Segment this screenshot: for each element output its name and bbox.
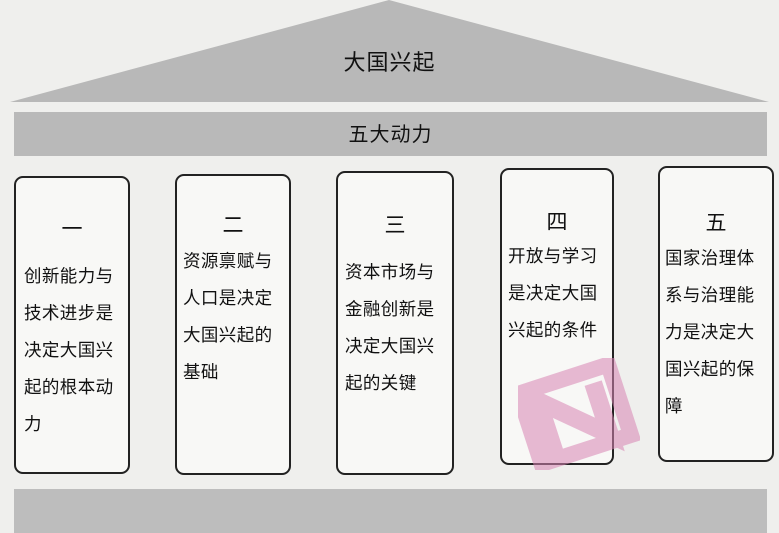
- pillar-2-line: 资源禀赋与: [183, 252, 273, 272]
- pillar-1: 一 创新能力与 技术进步是 决定大国兴 起的根本动 力: [14, 176, 130, 474]
- foundation-floor: [14, 489, 767, 533]
- pillar-3-line: 决定大国兴: [345, 337, 435, 357]
- pillar-5-number: 五: [705, 211, 727, 235]
- pillar-4-line: 是决定大国: [508, 284, 598, 304]
- roof-title: 大国兴起: [343, 51, 436, 76]
- pillar-3-number: 三: [384, 213, 406, 237]
- pillar-3-line: 起的关键: [345, 374, 417, 394]
- pillar-4-number: 四: [546, 210, 568, 234]
- pillar-4-line: 开放与学习: [508, 247, 598, 267]
- pillar-4-text: 开放与学习 是决定大国 兴起的条件: [508, 239, 598, 350]
- pillar-1-line: 技术进步是: [24, 304, 114, 324]
- pillar-1-text: 创新能力与 技术进步是 决定大国兴 起的根本动 力: [24, 259, 114, 444]
- pillar-5: 五 国家治理体 系与治理能 力是决定大 国兴起的保 障: [658, 166, 774, 462]
- pillar-1-line: 创新能力与: [24, 267, 114, 287]
- pillar-2-line: 基础: [183, 363, 219, 383]
- pillar-5-text: 国家治理体 系与治理能 力是决定大 国兴起的保 障: [665, 241, 755, 426]
- pillar-3: 三 资本市场与 金融创新是 决定大国兴 起的关键: [336, 171, 454, 475]
- pillar-1-number: 一: [61, 217, 83, 241]
- beam-title: 五大动力: [348, 122, 433, 146]
- pillar-1-line: 决定大国兴: [24, 341, 114, 361]
- pillar-1-line: 起的根本动: [24, 378, 114, 398]
- five-forces-beam: 五大动力: [14, 112, 767, 156]
- pillar-5-line: 系与治理能: [665, 286, 755, 306]
- pillar-4-line: 兴起的条件: [508, 321, 598, 341]
- pillar-2-text: 资源禀赋与 人口是决定 大国兴起的 基础: [183, 244, 273, 392]
- pillar-2: 二 资源禀赋与 人口是决定 大国兴起的 基础: [175, 174, 291, 475]
- pillar-2-line: 大国兴起的: [183, 326, 273, 346]
- pillar-3-text: 资本市场与 金融创新是 决定大国兴 起的关键: [345, 255, 435, 403]
- pillar-2-line: 人口是决定: [183, 289, 273, 309]
- pillar-5-line: 国家治理体: [665, 249, 755, 269]
- watermark-logo: [518, 358, 640, 470]
- pillar-5-line: 力是决定大: [665, 323, 755, 343]
- roof-triangle: [10, 0, 769, 102]
- pillar-1-line: 力: [24, 415, 42, 435]
- pillar-3-line: 资本市场与: [345, 263, 435, 283]
- pillar-5-line: 障: [665, 397, 683, 417]
- pillar-3-line: 金融创新是: [345, 300, 435, 320]
- pillar-5-line: 国兴起的保: [665, 360, 755, 380]
- pillar-2-number: 二: [222, 213, 244, 237]
